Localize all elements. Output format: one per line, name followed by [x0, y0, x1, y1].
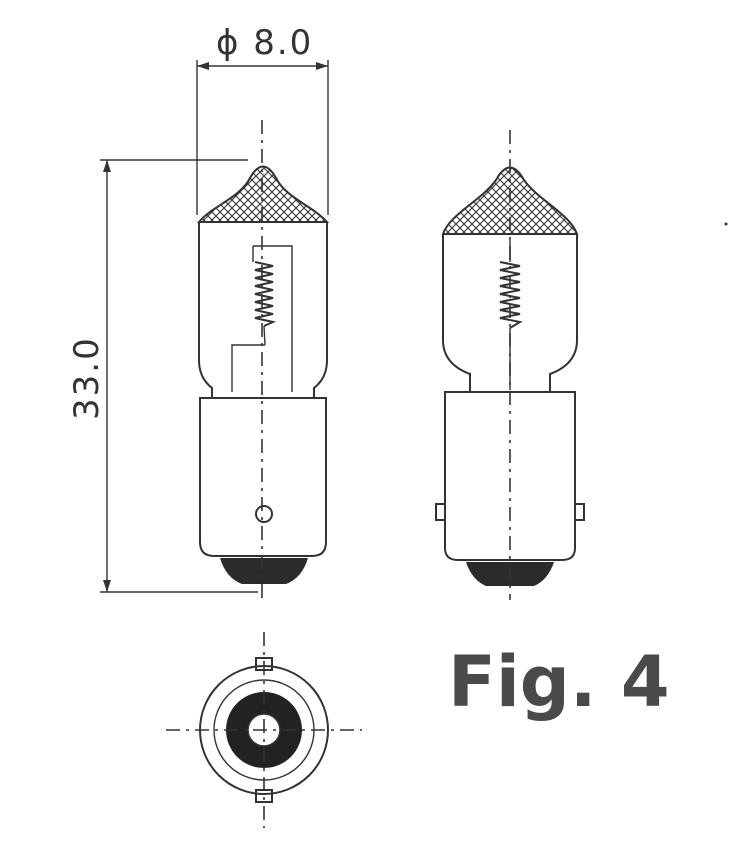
length-dimension: 33.0 [67, 159, 258, 593]
bulb-side-view [435, 130, 585, 600]
figure-label: Fig. 4 [448, 641, 670, 723]
bulb-front-view [196, 120, 330, 600]
speck [724, 222, 728, 226]
diameter-label: ϕ 8.0 [216, 23, 313, 63]
length-label: 33.0 [67, 336, 107, 420]
diameter-dimension: ϕ 8.0 [196, 23, 329, 215]
bulb-bottom-view [166, 632, 362, 828]
